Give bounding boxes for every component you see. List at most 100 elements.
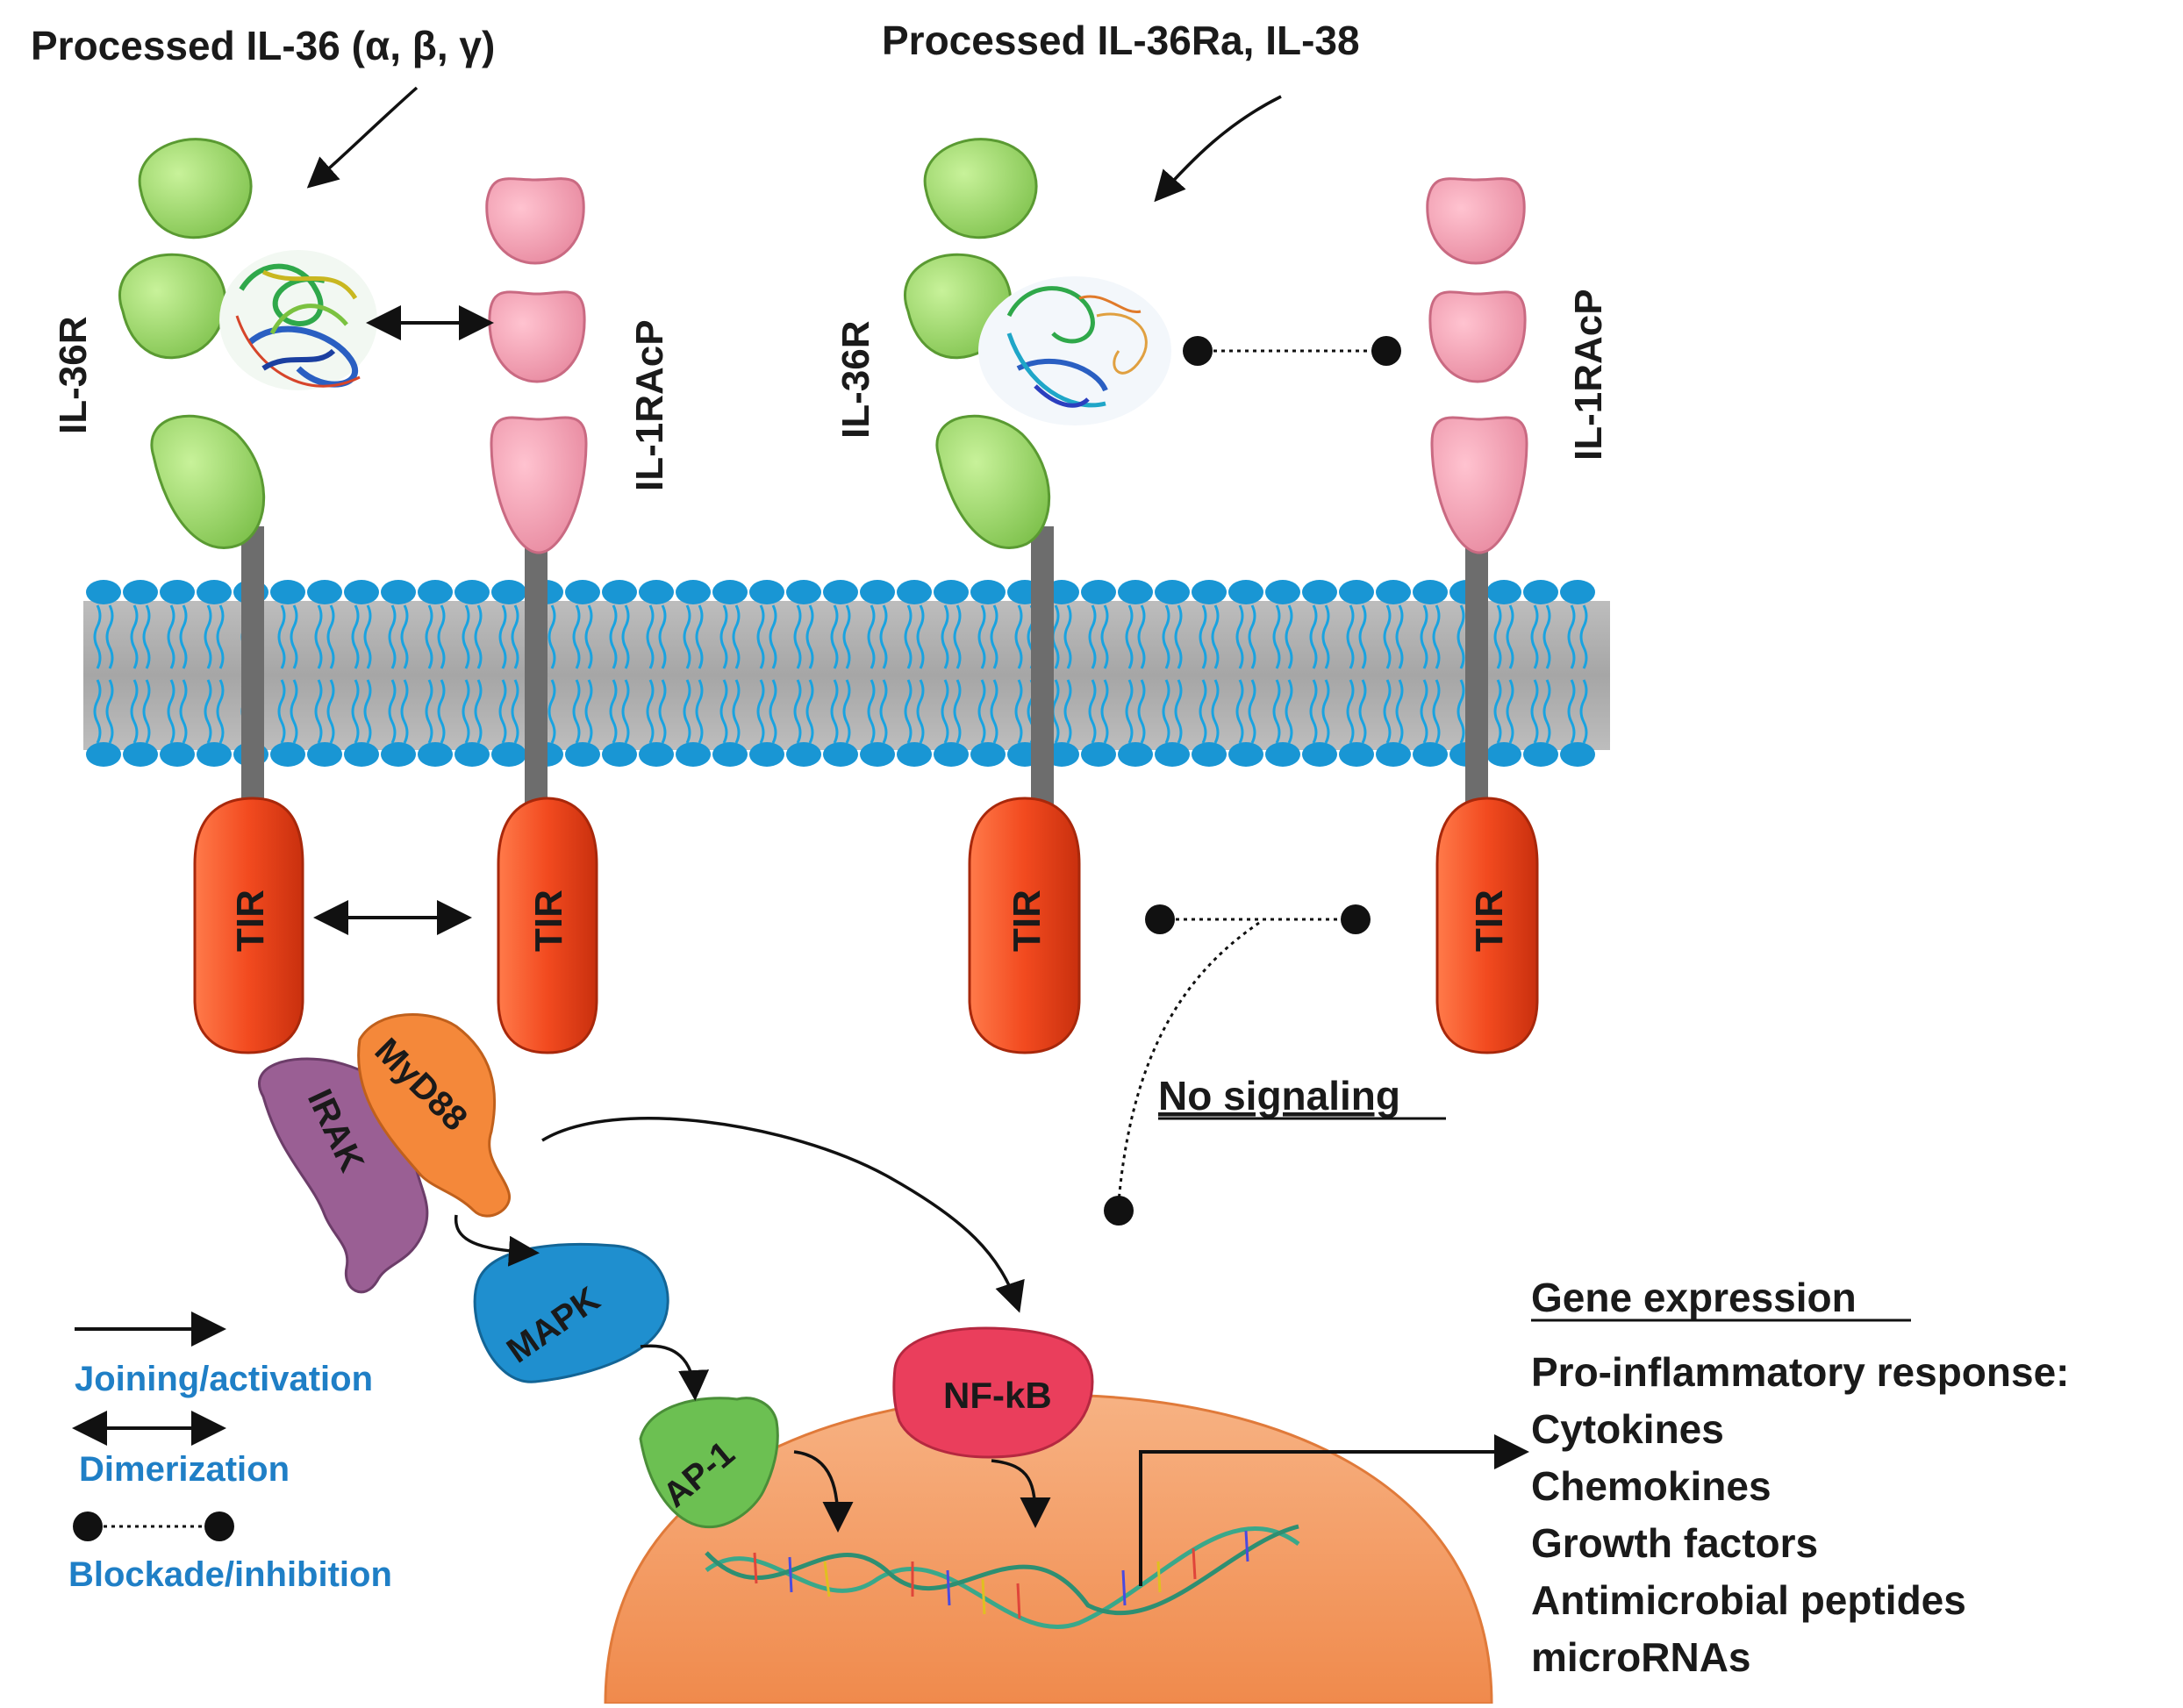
lipid-head — [639, 742, 674, 767]
lipid-head — [1155, 742, 1190, 767]
lipid-head — [1192, 580, 1227, 604]
lipid-tail — [93, 604, 102, 669]
lipid-tail — [646, 679, 655, 744]
lipid-head — [270, 580, 305, 604]
left-il1racp-tir-domain — [497, 797, 598, 1054]
left-ligand-arrow — [306, 86, 419, 189]
lipid-tail — [1285, 604, 1293, 669]
lipid-tail — [793, 679, 802, 744]
lipid-tail — [941, 679, 949, 744]
lipid-tail — [425, 679, 433, 744]
lipid-head — [197, 742, 232, 767]
lipid-tail — [1211, 604, 1220, 669]
lipid-heads-bottom — [86, 742, 1595, 767]
lipid-tail — [805, 679, 814, 744]
lipid-tails — [93, 604, 1588, 744]
lipid-tail — [142, 679, 151, 744]
lipid-head — [1560, 580, 1595, 604]
lipid-tail — [1420, 679, 1428, 744]
lipid-tail — [314, 604, 323, 669]
lipid-tail — [584, 679, 593, 744]
lipid-tail — [916, 604, 925, 669]
lipid-tail — [388, 679, 397, 744]
il36-agonist-ligand — [219, 250, 377, 390]
lipid-tail — [879, 679, 888, 744]
lipid-tail — [314, 679, 323, 744]
lipid-tail — [609, 604, 618, 669]
lipid-tail — [1493, 679, 1502, 744]
lipid-head — [823, 580, 858, 604]
lipid-tail — [548, 604, 556, 669]
legend-blockade-label: Blockade/inhibition — [68, 1555, 392, 1594]
legend-dimerization-label: Dimerization — [79, 1450, 290, 1489]
lipid-head — [934, 742, 969, 767]
lipid-tail — [216, 604, 225, 669]
lipid-head — [491, 580, 526, 604]
lipid-tail — [646, 604, 655, 669]
lipid-head — [1339, 580, 1374, 604]
lipid-tail — [1285, 679, 1293, 744]
myd88-protein — [357, 1013, 511, 1218]
lipid-tail — [695, 604, 704, 669]
lipid-tail — [941, 604, 949, 669]
lipid-head — [860, 742, 895, 767]
lipid-head — [1228, 742, 1263, 767]
lipid-head — [307, 742, 342, 767]
lipid-tail — [1211, 679, 1220, 744]
lipid-tail — [1420, 604, 1428, 669]
lipid-tail — [1014, 604, 1023, 669]
lipid-head — [1523, 580, 1558, 604]
lipid-tail — [1358, 604, 1367, 669]
gene-expression-arrow — [1139, 1434, 1529, 1586]
lipid-tail — [105, 679, 114, 744]
lipid-tail — [904, 604, 913, 669]
lipid-tail — [1272, 604, 1281, 669]
lipid-tail — [326, 679, 335, 744]
legend-activation-label: Joining/activation — [75, 1360, 373, 1398]
lipid-tail — [977, 679, 986, 744]
gene-item: microRNAs — [1531, 1634, 1751, 1680]
left-il1racp-label: IL-1RAcP — [628, 319, 671, 491]
lipid-tail — [1063, 604, 1072, 669]
legend — [72, 1311, 234, 1541]
lipid-head — [1376, 742, 1411, 767]
lipid-head — [970, 580, 1006, 604]
lipid-tail — [1162, 604, 1170, 669]
lipid-head — [344, 580, 379, 604]
lipid-tail — [1162, 679, 1170, 744]
lipid-tail — [879, 604, 888, 669]
lipid-tail — [867, 604, 876, 669]
lipid-tail — [1272, 679, 1281, 744]
lipid-tail — [609, 679, 618, 744]
lipid-tail — [1383, 604, 1392, 669]
lipid-tail — [462, 604, 470, 669]
lipid-tail — [363, 679, 372, 744]
lipid-head — [1192, 742, 1227, 767]
lipid-tail — [756, 604, 765, 669]
right-tir-label-2: TIR — [1468, 890, 1511, 952]
lipid-tail — [732, 604, 741, 669]
lipid-tail — [167, 679, 175, 744]
lipid-tail — [498, 604, 507, 669]
lipid-tail — [1346, 679, 1355, 744]
lipid-tail — [425, 604, 433, 669]
right-ligand-title: Processed IL-36Ra, IL-38 — [882, 18, 1360, 63]
lipid-head — [823, 742, 858, 767]
lipid-tail — [1174, 604, 1183, 669]
lipid-tail — [1137, 604, 1146, 669]
right-ligand-blockade-symbol — [1183, 336, 1401, 366]
lipid-tail — [462, 679, 470, 744]
lipid-tail — [1493, 604, 1502, 669]
lipid-head — [1118, 580, 1153, 604]
lipid-tail — [793, 604, 802, 669]
lipid-tail — [216, 679, 225, 744]
gene-item: Growth factors — [1531, 1520, 1818, 1566]
lipid-tail — [1235, 679, 1244, 744]
lipid-head — [160, 580, 195, 604]
signaling-arrows — [454, 1117, 1051, 1533]
lipid-tail — [1309, 679, 1318, 744]
lipid-head — [270, 742, 305, 767]
lipid-head — [712, 580, 748, 604]
lipid-head — [123, 580, 158, 604]
lipid-head — [381, 742, 416, 767]
